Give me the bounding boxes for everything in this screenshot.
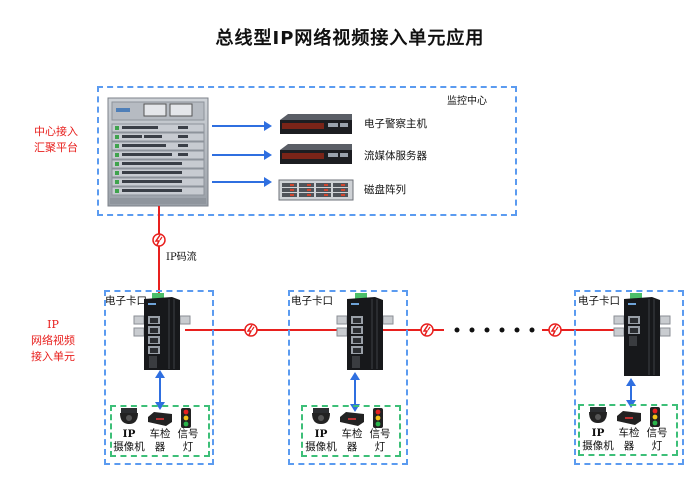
access-unit-label: IP 网络视频 接入单元 xyxy=(31,318,75,363)
monitor-center-box xyxy=(97,86,517,216)
dome-camera-icon xyxy=(310,408,332,426)
dome-camera-icon xyxy=(118,408,140,426)
uplink-line xyxy=(158,206,160,298)
checkpoint-label: 电子卡口 xyxy=(291,295,333,307)
link-arrow-streaming-server xyxy=(212,150,272,160)
dome-camera-icon xyxy=(587,407,609,425)
checkpoint-box xyxy=(288,290,408,465)
traffic-light-icon xyxy=(372,408,384,428)
device-label-streaming-server: 流媒体服务器 xyxy=(364,150,427,162)
device-label: 车检器 xyxy=(618,427,640,452)
industrial-switch-icon xyxy=(132,292,192,372)
checkpoint-box xyxy=(574,290,684,465)
device-label: 信号灯 xyxy=(369,428,391,453)
server-icon xyxy=(278,142,354,166)
ip-stream-icon xyxy=(152,233,166,247)
link-icon xyxy=(548,323,562,337)
traffic-light-icon xyxy=(649,407,661,427)
bidirectional-arrow-icon xyxy=(155,370,165,410)
device-label-disk-array: 磁盘阵列 xyxy=(364,184,406,196)
bus-line-segment xyxy=(185,329,345,331)
diagram-title: 总线型IP网络视频接入单元应用 xyxy=(215,28,485,49)
device-label: 车检器 xyxy=(341,428,363,453)
vehicle-detector-icon xyxy=(340,412,364,426)
link-icon xyxy=(244,323,258,337)
server-icon xyxy=(278,112,354,136)
link-arrow-police-host xyxy=(212,121,272,131)
industrial-switch-icon xyxy=(612,292,672,378)
industrial-switch-icon xyxy=(335,292,395,372)
device-label: 信号灯 xyxy=(177,428,199,453)
monitor-center-label: 监控中心 xyxy=(447,96,487,107)
vehicle-detector-icon xyxy=(148,412,172,426)
checkpoint-box xyxy=(104,290,214,465)
device-label: 信号灯 xyxy=(646,427,668,452)
continuation-dots xyxy=(452,325,542,335)
uplink-label: IP码流 xyxy=(166,252,197,263)
field-devices-box xyxy=(578,404,678,456)
checkpoint-label: 电子卡口 xyxy=(578,295,620,307)
vehicle-detector-icon xyxy=(617,411,641,425)
field-devices-box xyxy=(110,405,210,457)
core-platform-label: 中心接入 汇聚平台 xyxy=(34,125,78,154)
traffic-light-icon xyxy=(180,408,192,428)
device-label: 车检器 xyxy=(149,428,171,453)
disk-array-icon xyxy=(278,179,354,201)
device-label-police-host: 电子警察主机 xyxy=(364,118,427,130)
bus-line-segment xyxy=(542,329,620,331)
field-devices-box xyxy=(301,405,401,457)
link-arrow-disk-array xyxy=(212,177,272,187)
core-switch-chassis-icon xyxy=(106,96,210,208)
checkpoint-label: 电子卡口 xyxy=(105,295,147,307)
link-icon xyxy=(420,323,434,337)
